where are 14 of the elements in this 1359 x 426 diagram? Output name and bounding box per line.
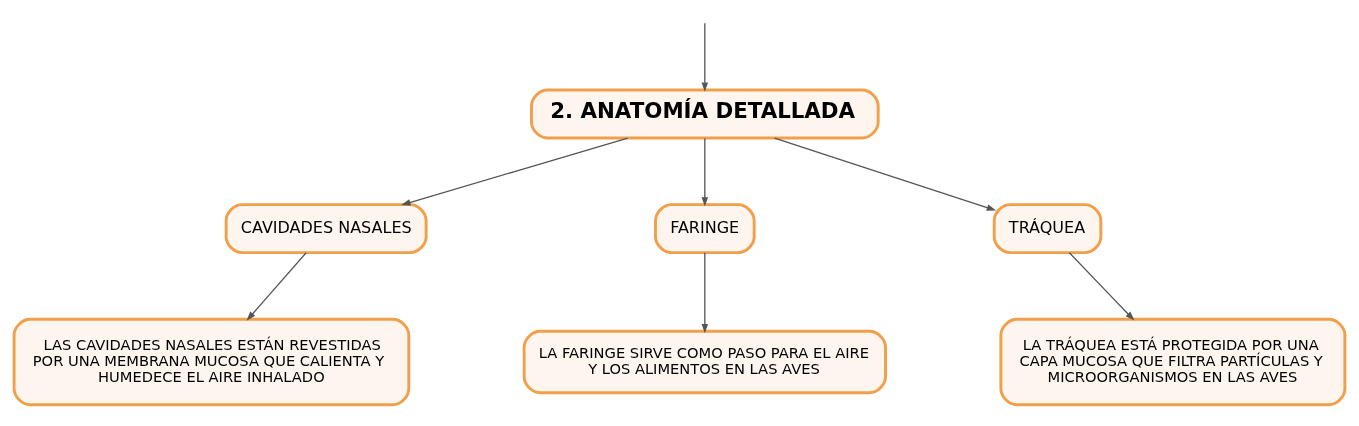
node-box: TRÁQUEA (992, 202, 1103, 254)
arrow (701, 251, 709, 333)
node-box: LA FARINGE SIRVE COMO PASO PARA EL AIRE Y LOS ALIMENTOS EN LAS AVES (522, 329, 887, 394)
arrow (701, 137, 709, 206)
arrow (246, 251, 307, 321)
arrow (773, 136, 997, 211)
arrow (401, 136, 629, 206)
node-box: FARINGE (654, 202, 756, 254)
node-box: LAS CAVIDADES NASALES ESTÁN REVESTIDAS POR UNA MEMBRANA MUCOSA QUE CALIENTA Y HUMEDECE EL AIRE INHALADO (12, 317, 411, 406)
node-box: CAVIDADES NASALES (224, 202, 428, 254)
arrow (1068, 251, 1135, 321)
arrow (701, 22, 709, 92)
node-box: 2. ANATOMÍA DETALLADA (530, 88, 880, 139)
node-box: LA TRÁQUEA ESTÁ PROTEGIDA POR UNA CAPA MUCOSA QUE FILTRA PARTÍCULAS Y MICROORGANISMOS EN LAS AVES (999, 317, 1347, 406)
